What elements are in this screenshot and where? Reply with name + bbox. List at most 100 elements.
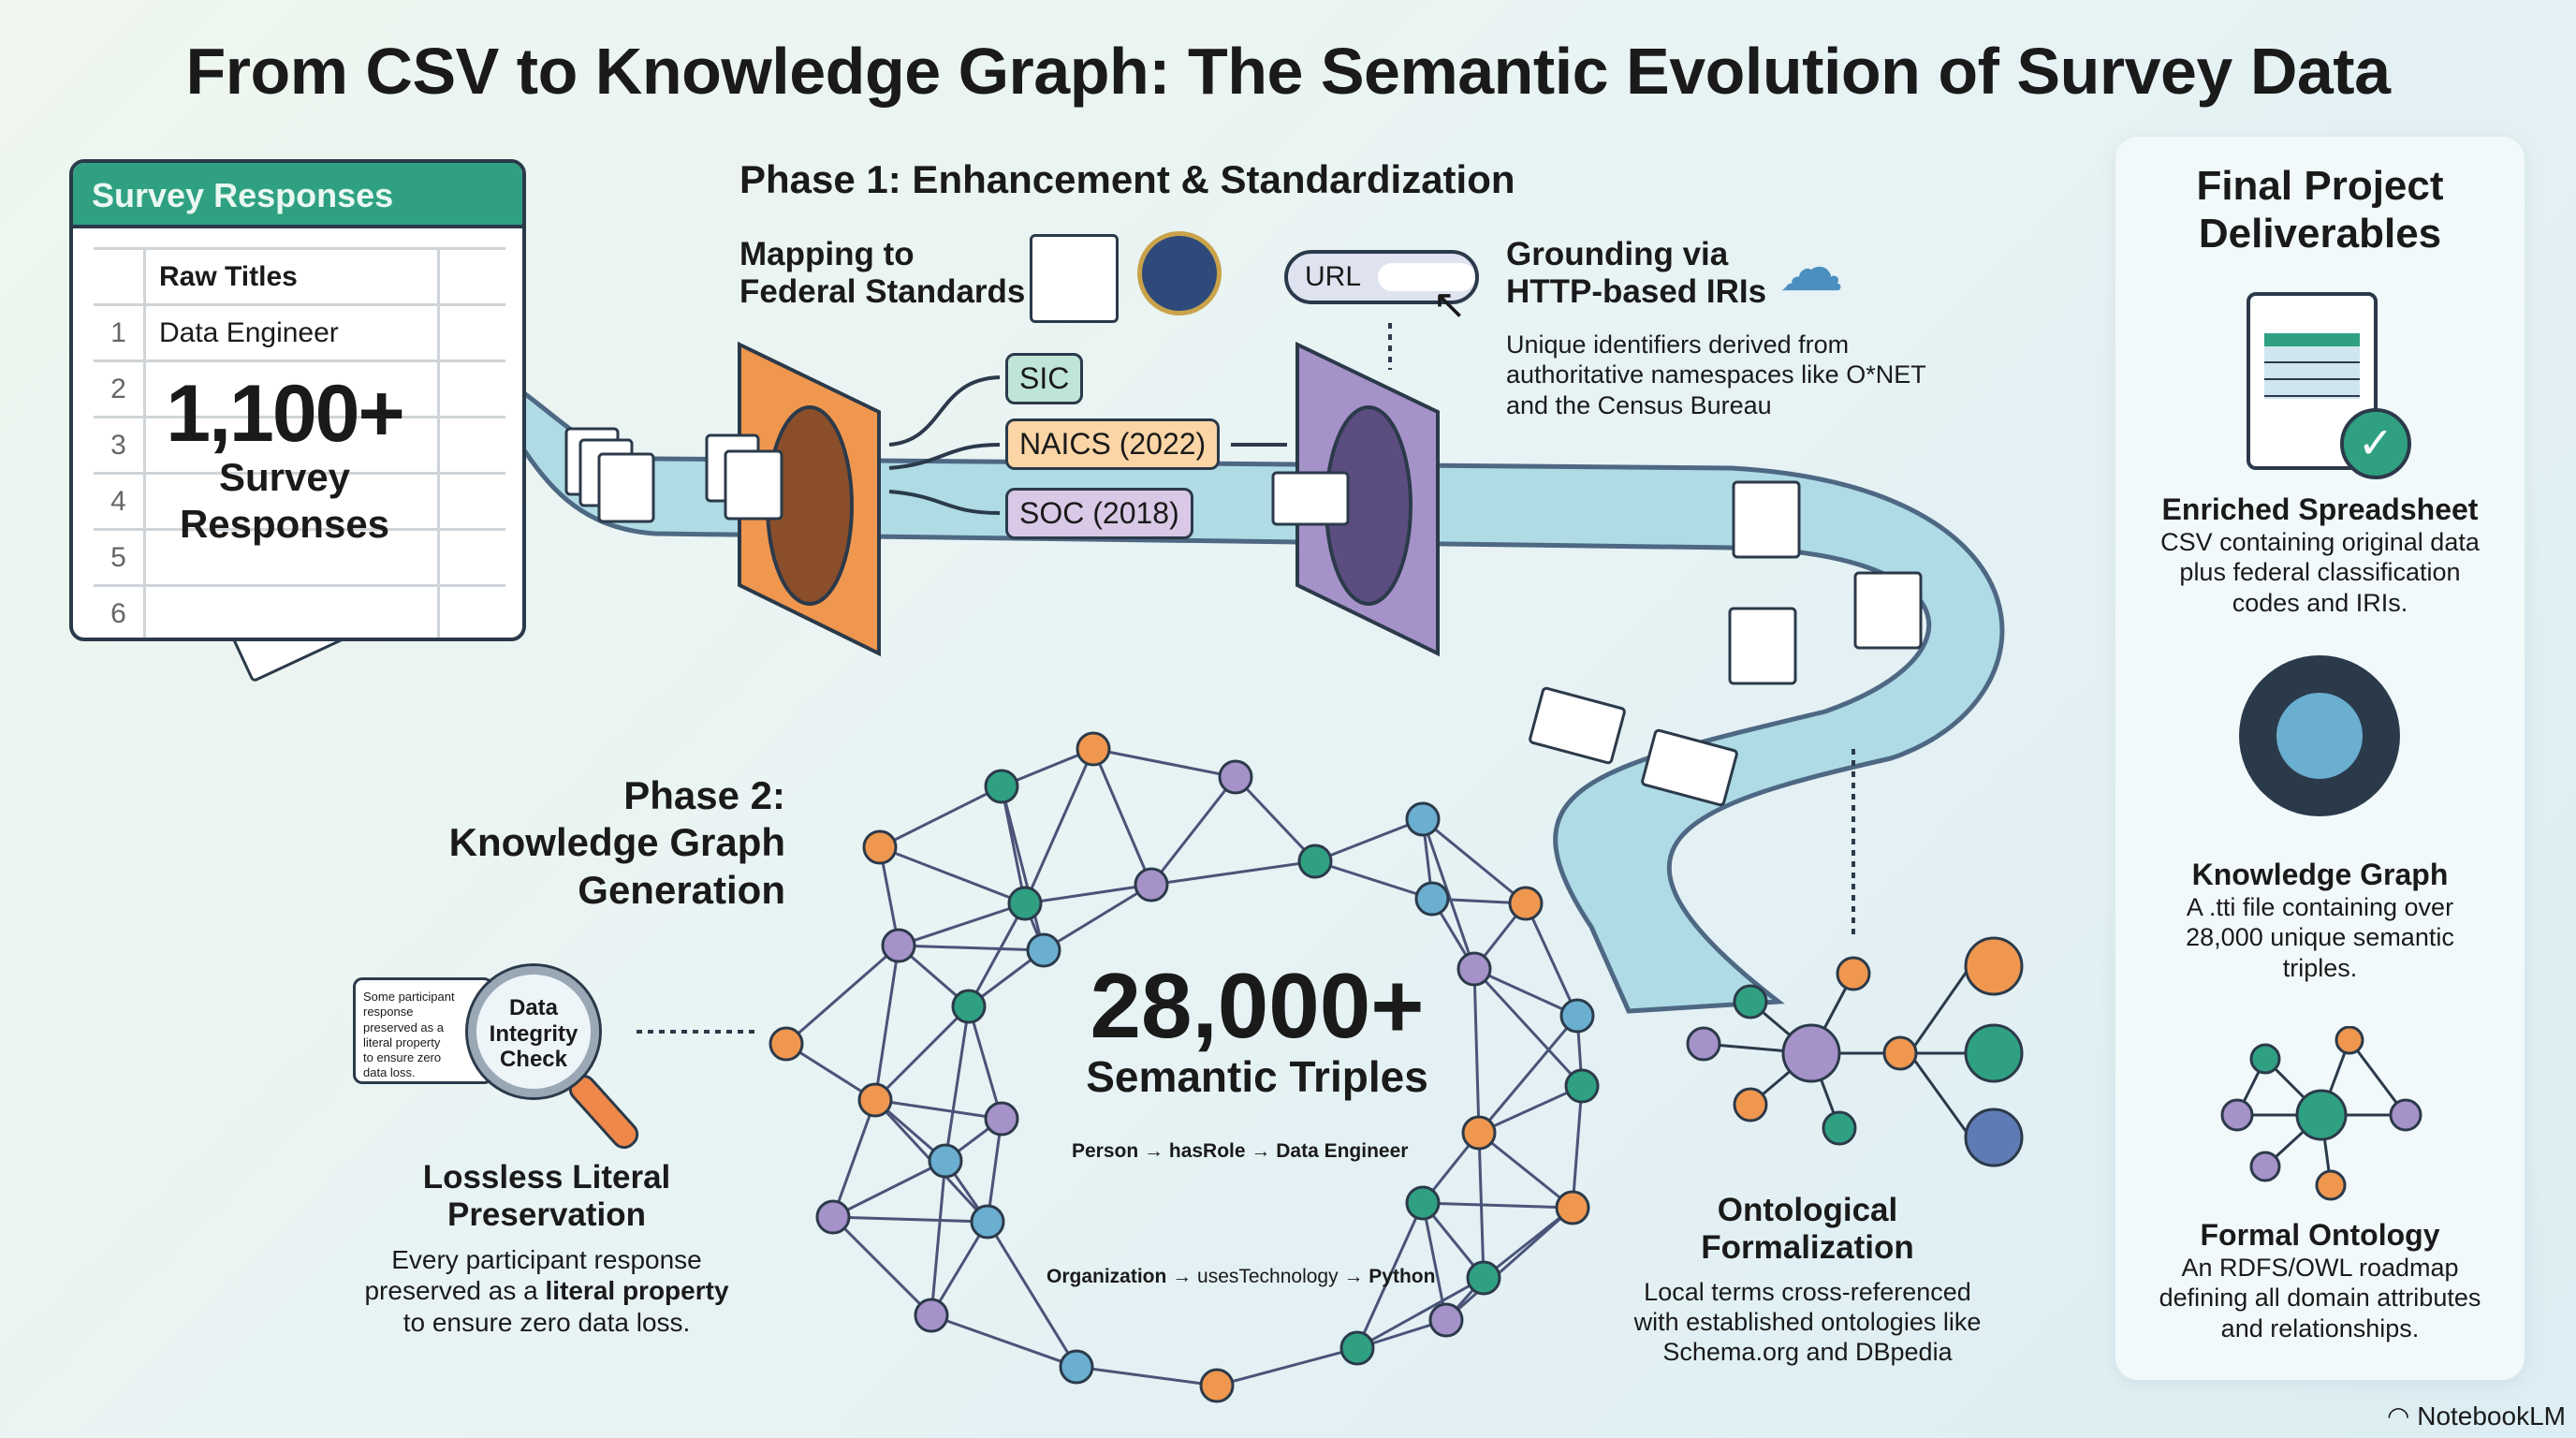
- code-tag-naics: NAICS (2022): [1005, 418, 1221, 470]
- graph-edge: [831, 1099, 877, 1218]
- graph-node: [1134, 867, 1169, 902]
- graph-node: [984, 769, 1019, 804]
- graph-edge: [1023, 748, 1095, 904]
- graph-node: [1508, 886, 1544, 921]
- description-line: with established ontologies like: [1633, 1307, 1982, 1336]
- ontology-arrow: [1908, 1052, 1972, 1138]
- graph-edge: [1472, 967, 1584, 1088]
- cloud-network-icon: ☁: [1778, 231, 1844, 304]
- graph-edge: [930, 1313, 1077, 1369]
- graph-node: [951, 989, 987, 1024]
- bubble-line: to ensure zero: [363, 1050, 442, 1064]
- code-arrows: [637, 323, 1855, 1034]
- graph-node: [1199, 1368, 1235, 1403]
- graph-node: [1059, 1349, 1094, 1385]
- triple-object: Data Engineer: [1276, 1140, 1409, 1162]
- graph-edge: [1024, 883, 1152, 905]
- heading-line: Federal Standards: [739, 273, 1026, 311]
- title-line: Final Project: [2196, 163, 2444, 209]
- check-icon: ✓: [2340, 408, 2411, 479]
- ontology-network: [1686, 936, 2024, 1167]
- row-number: 6: [94, 587, 146, 638]
- graph-node: [881, 928, 916, 963]
- table-row: 3: [94, 418, 505, 475]
- description-line: A .tti file containing over: [2186, 893, 2454, 921]
- description-line: codes and IRIs.: [2232, 588, 2408, 617]
- heading-line: Knowledge Graph: [448, 820, 785, 865]
- description-line: triples.: [2282, 953, 2358, 982]
- graph-edge: [1422, 817, 1527, 905]
- description-line: plus federal classification: [2179, 558, 2461, 587]
- brand-watermark: ◠ NotebookLM: [2387, 1401, 2566, 1431]
- row-number: 5: [94, 531, 146, 584]
- row-number: 1: [94, 306, 146, 360]
- graph-edge: [1356, 1276, 1485, 1350]
- description-line: and relationships.: [2220, 1313, 2420, 1343]
- graph-edge: [967, 1005, 1003, 1120]
- deliverable-title: Knowledge Graph: [2191, 858, 2449, 891]
- graph-node: [984, 1101, 1019, 1137]
- triple-example-1: Person → hasRole → Data Engineer: [1072, 1140, 1409, 1162]
- graph-edge: [1043, 883, 1152, 952]
- graph-node: [1555, 1190, 1590, 1225]
- graph-edge: [1445, 1206, 1573, 1322]
- graph-node: [1405, 1185, 1441, 1221]
- ontology-node: [1781, 1023, 1841, 1083]
- bubble-line: preserved as a: [363, 1020, 444, 1034]
- graph-node: [815, 1199, 851, 1235]
- graph-node: [1297, 844, 1333, 879]
- graph-edge: [1314, 859, 1433, 901]
- count-value: 28,000+: [1090, 954, 1425, 1057]
- graph-edge: [1524, 902, 1579, 1017]
- heading-line: Mapping to: [739, 236, 915, 272]
- bubble-line: literal property: [363, 1034, 441, 1049]
- deliverable-title: Enriched Spreadsheet: [2161, 492, 2479, 526]
- description-line: Every participant response: [391, 1244, 702, 1274]
- graph-edge: [1478, 1084, 1583, 1135]
- cell: Data Engineer: [146, 306, 440, 360]
- triple-subject: Person: [1072, 1140, 1139, 1162]
- title-line: Deliverables: [2198, 210, 2442, 257]
- bubble-line: response: [363, 1005, 414, 1020]
- section-title: Ontological: [1717, 1192, 1898, 1228]
- graph-edge: [929, 1160, 947, 1316]
- graph-node: [1076, 731, 1111, 767]
- description-line: Schema.org and DBpedia: [1662, 1338, 1953, 1367]
- text-line: authoritative namespaces like O*NET: [1506, 360, 1926, 389]
- graph-node: [1339, 1330, 1375, 1366]
- graph-edge: [831, 1215, 933, 1317]
- graph-node: [914, 1298, 949, 1333]
- heading-line: Phase 2:: [623, 773, 785, 817]
- federal-seal-icon: [1137, 231, 1222, 315]
- graph-edge: [1472, 968, 1481, 1134]
- ontology-node: [1733, 984, 1768, 1020]
- graph-node: [928, 1143, 963, 1179]
- description-line: defining all domain attributes: [2159, 1284, 2481, 1313]
- graph-edge: [873, 1005, 971, 1102]
- phase1-title: Phase 1: Enhancement & Standardization: [739, 157, 1515, 201]
- graph-edge: [1076, 1365, 1218, 1387]
- triple-object: Python: [1368, 1266, 1436, 1287]
- graph-edge: [986, 1118, 1003, 1223]
- graph-node: [1007, 886, 1043, 921]
- deliverable-item: Knowledge Graph A .tti file containing o…: [2115, 858, 2525, 983]
- card-header: Survey Responses: [73, 163, 522, 228]
- graph-edge: [1091, 748, 1153, 886]
- description-line: An RDFS/OWL roadmap: [2181, 1254, 2459, 1282]
- heading-line: HTTP-based IRIs: [1506, 273, 1767, 311]
- graph-edge: [874, 1098, 1003, 1121]
- lossless-section: Lossless Literal Preservation Every part…: [313, 1159, 781, 1338]
- graph-edge: [1477, 1015, 1579, 1134]
- graph-node: [857, 1082, 893, 1118]
- graph-node: [1218, 759, 1253, 795]
- magnifier-label: Data: [508, 995, 559, 1020]
- graph-edge: [1355, 1202, 1425, 1349]
- graph-edge: [879, 845, 1026, 905]
- graph-edge: [1314, 817, 1424, 863]
